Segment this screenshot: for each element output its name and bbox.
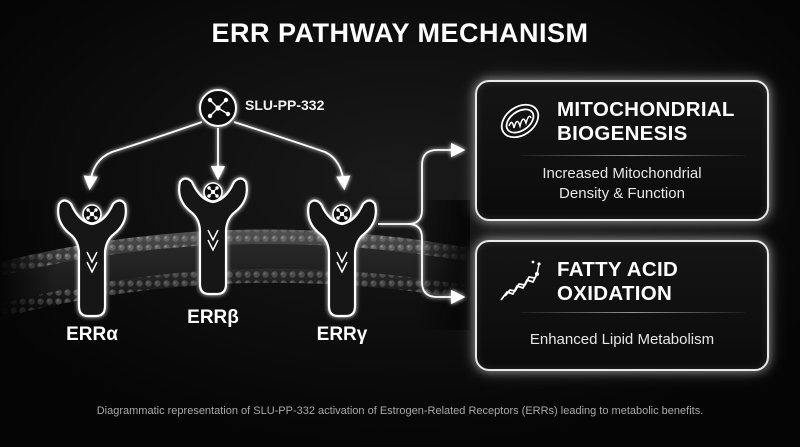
receptor-label-beta: ERRβ xyxy=(187,307,239,328)
receptor-icon xyxy=(57,199,127,318)
molecule-icon xyxy=(199,89,237,127)
outcome-description-line: Enhanced Lipid Metabolism xyxy=(529,331,715,348)
outcome-card-mitochondrial-biogenesis: MITOCHONDRIAL BIOGENESIS Increased Mitoc… xyxy=(475,80,769,221)
outcome-description-line: Increased Mitochondrial xyxy=(542,165,702,182)
outcome-description-line: Density & Function xyxy=(559,185,685,202)
receptor-icon xyxy=(307,199,377,318)
outcome-title: MITOCHONDRIAL BIOGENESIS xyxy=(557,98,762,146)
receptor-label-alpha: ERRα xyxy=(66,324,118,345)
outcome-title-line: MITOCHONDRIAL xyxy=(557,98,735,121)
mitochondria-icon xyxy=(500,103,540,139)
fatty-acid-chain-icon xyxy=(500,260,541,301)
outcome-description: Enhanced Lipid Metabolism xyxy=(497,330,747,350)
receptor-icon xyxy=(178,177,248,296)
outcome-description: Increased Mitochondrial Density & Functi… xyxy=(497,164,747,204)
divider xyxy=(521,155,745,156)
divider xyxy=(521,312,745,313)
ligand-label: SLU-PP-332 xyxy=(245,97,325,113)
outcome-title-line: OXIDATION xyxy=(557,282,673,305)
receptor-label-gamma: ERRγ xyxy=(316,324,368,345)
figure-caption: Diagrammatic representation of SLU-PP-33… xyxy=(96,405,704,417)
outcome-title-line: BIOGENESIS xyxy=(557,122,688,145)
outcome-title: FATTY ACID OXIDATION xyxy=(557,258,762,306)
outcome-arrows xyxy=(378,142,466,305)
outcome-title-line: FATTY ACID xyxy=(557,258,679,281)
outcome-card-fatty-acid-oxidation: FATTY ACID OXIDATION Enhanced Lipid Meta… xyxy=(475,240,769,371)
page-title: ERR PATHWAY MECHANISM xyxy=(211,18,589,48)
ligand-arrows xyxy=(83,121,351,191)
